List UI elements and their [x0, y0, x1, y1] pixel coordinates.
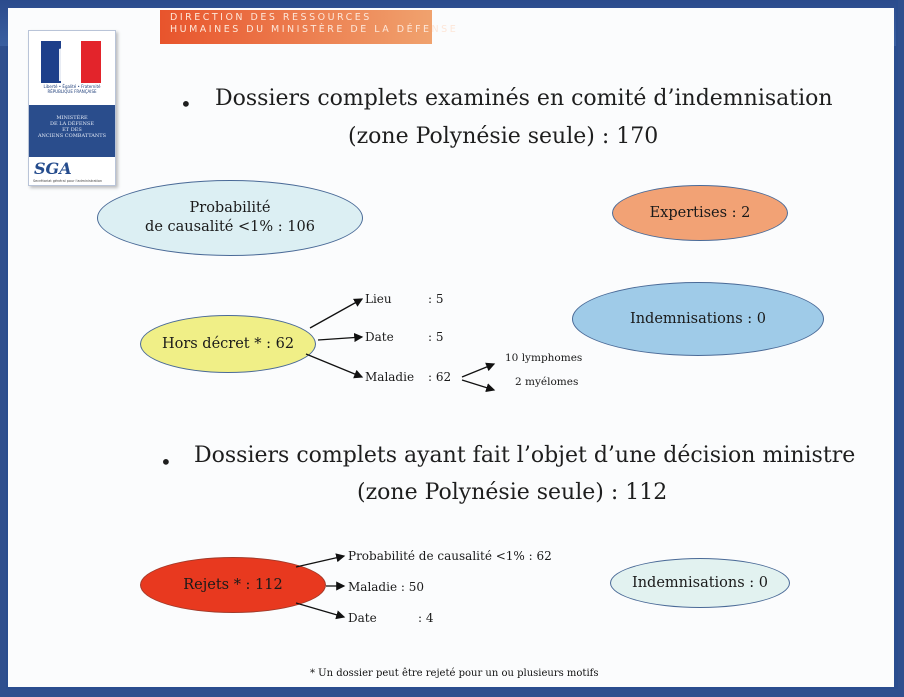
arrow-to-maladie [305, 353, 364, 379]
arrow-to-lieu [309, 298, 364, 329]
sga-logo: SGA [34, 159, 72, 178]
branch-date-value: : 5 [428, 330, 444, 344]
banner-line-1: DIRECTION DES RESSOURCES [170, 12, 372, 23]
oval-probabilite-line1: Probabilité [189, 200, 271, 216]
ministry-name: MINISTÈRE DE LA DÉFENSE ET DES ANCIENS C… [29, 105, 115, 157]
arrow-to-date [317, 332, 364, 343]
oval-probabilite-line2: de causalité <1% : 106 [145, 219, 315, 235]
arrow-to-date-2 [295, 602, 346, 620]
oval-hors-decret-label: Hors décret * : 62 [161, 335, 295, 352]
republic-text: Liberté • Égalité • Fraternité RÉPUBLIQU… [43, 84, 101, 94]
section2-title-line1: Dossiers complets ayant fait l’objet d’u… [194, 443, 856, 468]
arrow-to-probabilite [295, 553, 346, 568]
arrow-to-lymphomes [461, 362, 496, 378]
maladie-lymphomes: 10 lymphomes [505, 352, 583, 364]
marianne-icon [41, 41, 101, 83]
branch2-maladie: Maladie : 50 [348, 580, 424, 594]
oval-rejets-label: Rejets * : 112 [183, 576, 283, 593]
branch-lieu-value: : 5 [428, 292, 444, 306]
footnote: * Un dossier peut être rejeté pour un ou… [310, 668, 599, 679]
banner [160, 10, 432, 44]
branch2-date-label: Date [348, 611, 377, 625]
oval-rejets: Rejets * : 112 [140, 557, 326, 613]
branch-lieu-label: Lieu [365, 292, 392, 306]
banner-title: DIRECTION DES RESSOURCES HUMAINES DU MIN… [170, 12, 458, 36]
ministry-logo: Liberté • Égalité • Fraternité RÉPUBLIQU… [28, 30, 116, 186]
banner-line-2: HUMAINES DU MINISTÈRE DE LA DÉFENSE [170, 24, 459, 35]
maladie-myelomes: 2 myélomes [515, 376, 579, 388]
section1-title-line1: Dossiers complets examinés en comité d’i… [215, 86, 833, 111]
oval-indemnisations-2: Indemnisations : 0 [610, 558, 790, 608]
oval-hors-decret: Hors décret * : 62 [140, 315, 316, 373]
branch-date-label: Date [365, 330, 394, 344]
branch2-date-value: : 4 [418, 611, 434, 625]
branch2-probabilite: Probabilité de causalité <1% : 62 [348, 549, 552, 563]
oval-probabilite: Probabilité de causalité <1% : 106 [97, 180, 363, 256]
oval-expertises: Expertises : 2 [612, 185, 788, 241]
oval-indemnisations-1: Indemnisations : 0 [572, 282, 824, 356]
branch-maladie-label: Maladie [365, 370, 415, 384]
bullet-icon: • [180, 92, 192, 116]
sga-subtitle: Secrétariat général pour l'administratio… [33, 179, 103, 183]
oval-indemnisations-1-label: Indemnisations : 0 [629, 310, 767, 327]
bullet-icon: • [160, 450, 172, 474]
oval-indemnisations-2-label: Indemnisations : 0 [631, 574, 769, 591]
branch-maladie-value: : 62 [428, 370, 452, 384]
oval-expertises-label: Expertises : 2 [649, 204, 751, 221]
section2-title-line2: (zone Polynésie seule) : 112 [357, 480, 668, 505]
section1-title-line2: (zone Polynésie seule) : 170 [348, 124, 659, 149]
arrow-to-myelomes [461, 379, 496, 393]
